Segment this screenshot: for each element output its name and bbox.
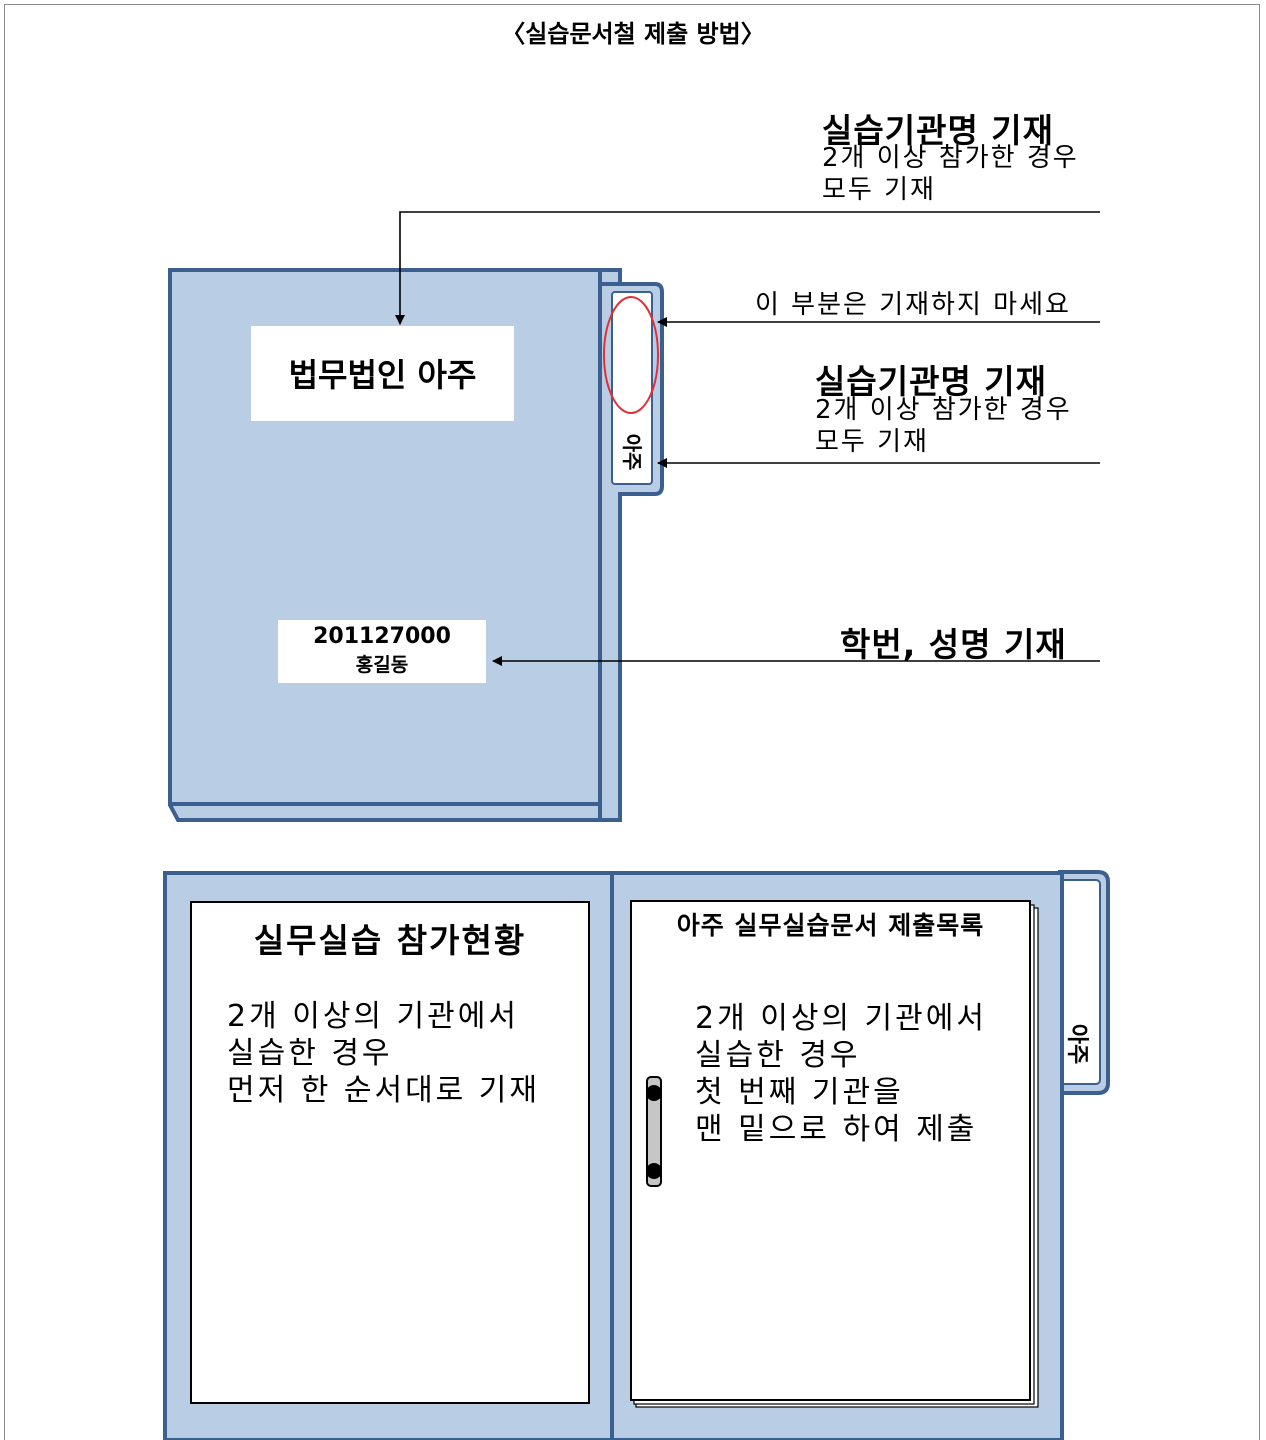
binder-ring-top xyxy=(646,1085,662,1101)
annotation-top-heading: 실습기관명 기재 xyxy=(822,111,1055,150)
page-frame xyxy=(4,4,1260,1440)
annotation-student: 학번, 성명 기재 xyxy=(840,625,1067,664)
right-panel-title: 아주 실무실습문서 제출목록 xyxy=(676,911,985,940)
left-panel-line-3: 먼저 한 순서대로 기재 xyxy=(227,1073,541,1108)
binder-clip xyxy=(646,1076,662,1187)
left-panel-line-1: 2개 이상의 기관에서 xyxy=(227,999,519,1034)
annotation-no-write: 이 부분은 기재하지 마세요 xyxy=(755,290,1071,320)
annotation-top-line-2: 모두 기재 xyxy=(822,175,936,205)
right-panel-line-4: 맨 밑으로 하여 제출 xyxy=(695,1112,978,1147)
left-panel-line-2: 실습한 경우 xyxy=(227,1036,393,1071)
right-panel-line-3: 첫 번째 기관을 xyxy=(695,1075,904,1110)
folder-tab-label: 아주 xyxy=(620,433,644,471)
page-title: 〈실습문서철 제출 방법〉 xyxy=(501,20,765,48)
arrow-top xyxy=(395,211,1100,325)
student-id: 201127000 xyxy=(313,624,451,649)
annotation-top-line-1: 2개 이상 참가한 경우 xyxy=(822,143,1079,173)
right-panel-line-2: 실습한 경우 xyxy=(695,1038,861,1073)
right-panel-box xyxy=(630,900,1031,1401)
cover-label-box xyxy=(251,326,514,421)
cover-label: 법무법인 아주 xyxy=(288,356,477,394)
no-write-ellipse xyxy=(603,296,659,414)
right-panel-line-1: 2개 이상의 기관에서 xyxy=(695,1001,987,1036)
folder-tab-inner xyxy=(611,291,653,485)
annotation-tab-heading: 실습기관명 기재 xyxy=(815,362,1048,401)
annotation-tab-line-1: 2개 이상 참가한 경우 xyxy=(815,395,1072,425)
left-panel-title: 실무실습 참가현황 xyxy=(253,921,527,960)
open-folder-tab-label: 아주 xyxy=(1064,1023,1089,1065)
left-panel-box xyxy=(190,901,590,1404)
binder-ring-bottom xyxy=(646,1163,662,1179)
student-label-box xyxy=(278,620,486,683)
annotation-tab-line-2: 모두 기재 xyxy=(815,427,929,457)
student-name: 홍길동 xyxy=(355,654,409,676)
